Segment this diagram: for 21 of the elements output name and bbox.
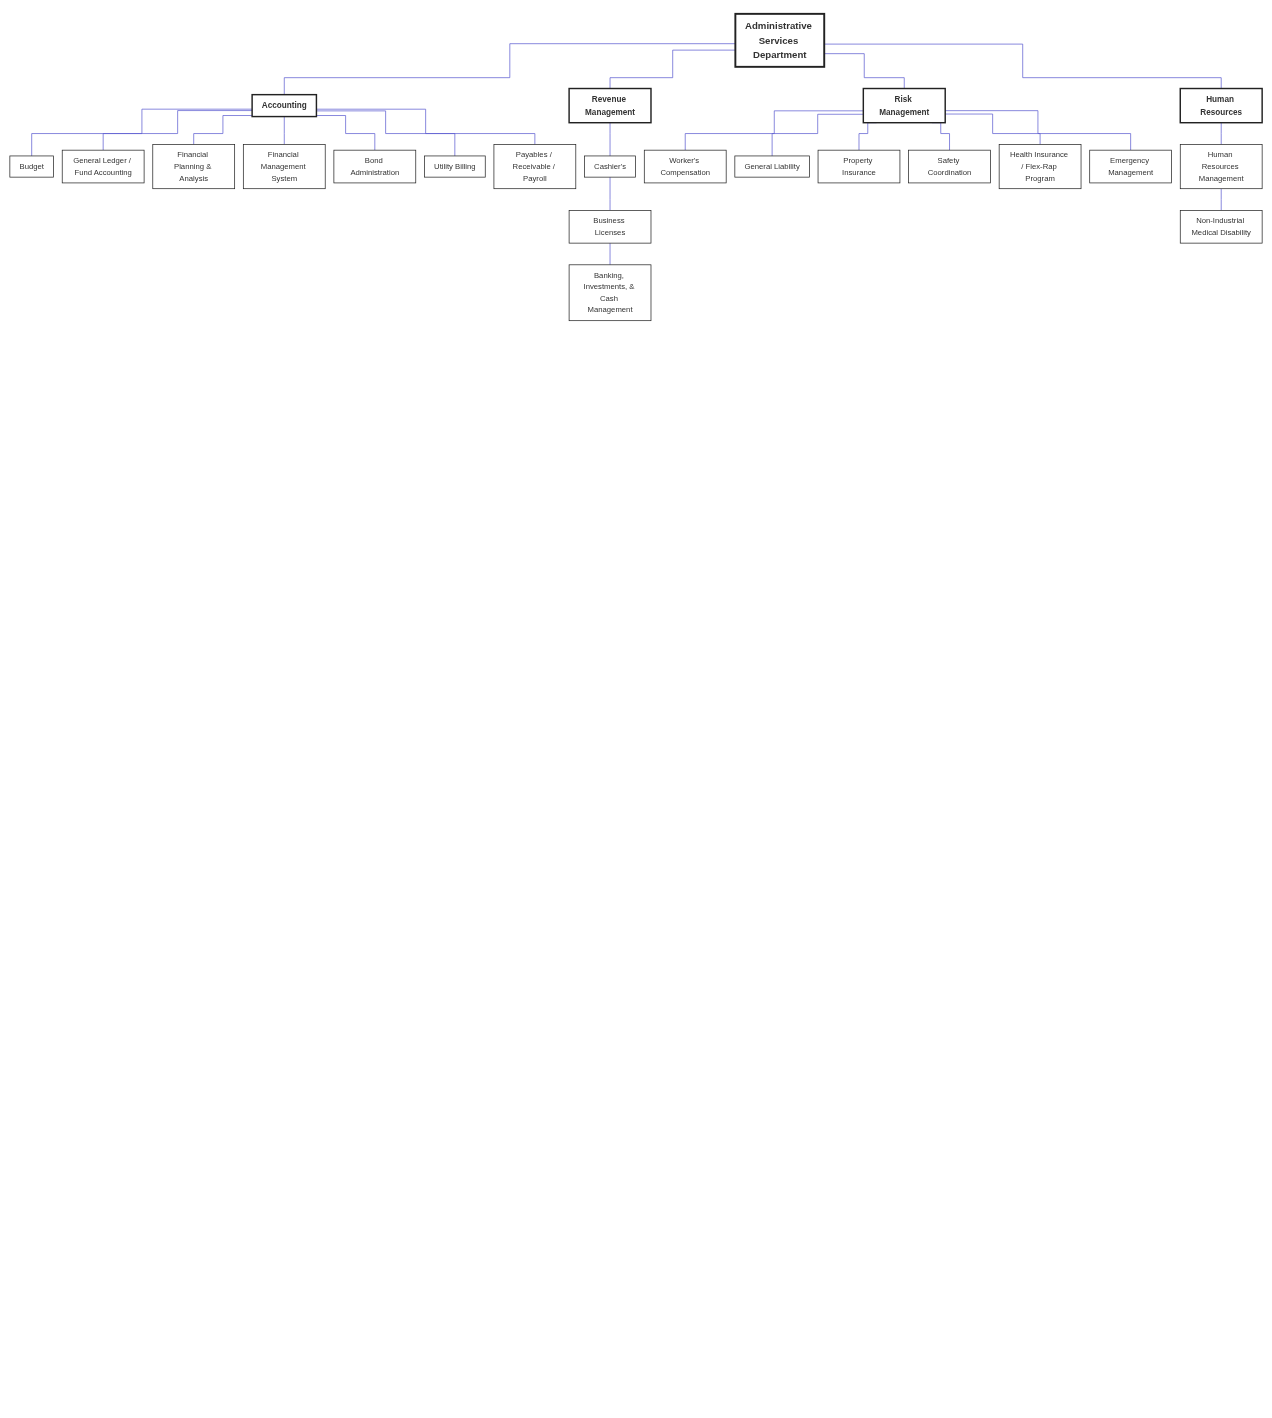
connector <box>1220 188 1222 211</box>
node-box: Human Resources <box>1179 87 1263 124</box>
node-box: Administrative Services Department <box>734 12 826 68</box>
connector <box>1220 122 1222 145</box>
connector <box>31 108 253 157</box>
connector <box>316 110 456 157</box>
connector <box>102 110 253 151</box>
node-box: Accounting <box>251 93 318 118</box>
connector <box>609 176 611 211</box>
connector <box>771 113 864 157</box>
node-box: Risk Management <box>862 87 946 124</box>
connector <box>609 49 736 89</box>
connector <box>283 116 285 145</box>
connector <box>609 242 611 266</box>
connector <box>316 115 376 151</box>
node-box: Revenue Management <box>568 87 652 124</box>
connector <box>609 122 611 157</box>
connector <box>193 115 253 145</box>
connector <box>316 108 536 145</box>
connector <box>684 110 864 151</box>
connector <box>283 43 736 95</box>
